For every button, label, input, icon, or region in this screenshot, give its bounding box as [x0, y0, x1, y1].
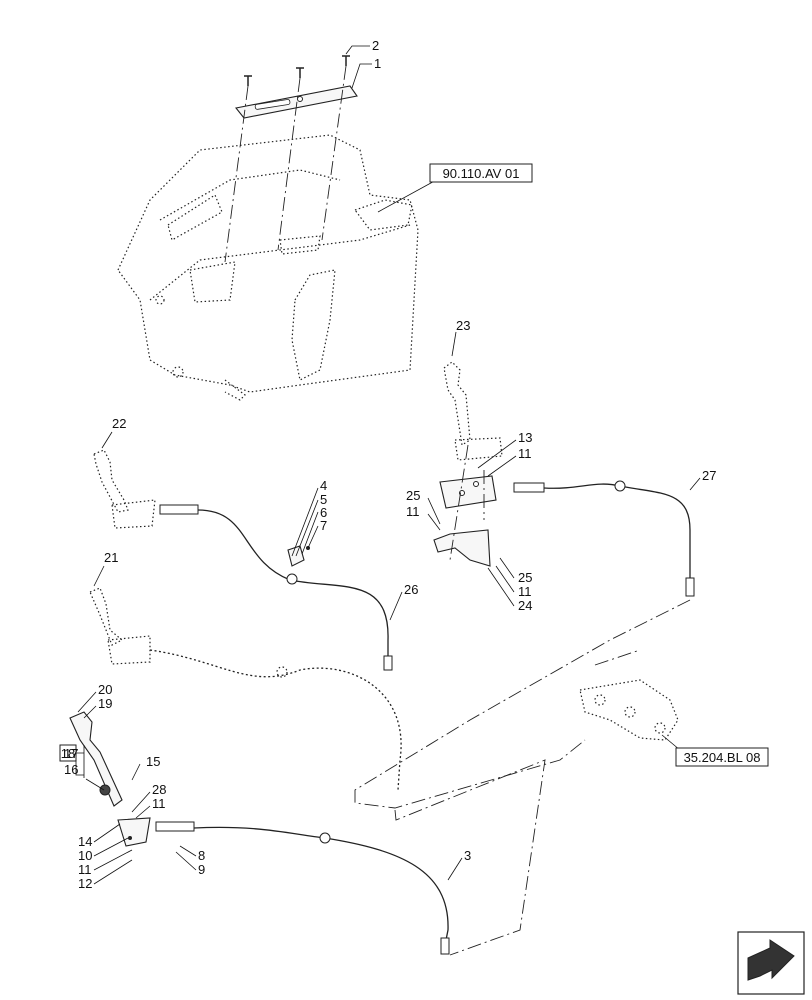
ref-cab-leader — [377, 177, 441, 213]
svg-text:90.110.AV 01: 90.110.AV 01 — [443, 166, 520, 181]
callout-27: 27 — [702, 468, 716, 483]
ref-box-valve[interactable]: 35.204.BL 08 — [675, 747, 769, 767]
callout-7: 7 — [320, 518, 327, 533]
callout-16: 16 — [64, 762, 78, 777]
callout-leaders — [77, 45, 701, 885]
direction-arrow-icon[interactable] — [737, 931, 805, 995]
callout-23: 23 — [456, 318, 470, 333]
screw-centerlines — [224, 65, 347, 263]
callout-11: 11 — [518, 446, 532, 461]
cable-3 — [155, 821, 450, 955]
callout-19: 19 — [98, 696, 112, 711]
callout-2: 2 — [372, 38, 379, 53]
lever-22-assembly — [93, 449, 156, 529]
callout-13: 13 — [518, 430, 532, 445]
callout-10: 10 — [78, 848, 92, 863]
cable-27 — [513, 480, 695, 597]
screws — [244, 55, 350, 86]
callout-14: 14 — [78, 834, 92, 849]
callout-24: 24 — [518, 598, 532, 613]
callout-25: 25 — [406, 488, 420, 503]
callout-21: 21 — [104, 550, 118, 565]
callout-9: 9 — [198, 862, 205, 877]
lever-23-assembly — [433, 361, 503, 567]
callout-15: 15 — [146, 754, 160, 769]
lever-20-assembly — [69, 711, 151, 847]
callout-4: 4 — [320, 478, 327, 493]
callout-8: 8 — [198, 848, 205, 863]
callout-numbers: 2 1 22 21 23 4 5 6 7 26 27 13 11 25 11 2… — [64, 38, 716, 891]
ref-box-cab[interactable]: 90.110.AV 01 — [429, 163, 533, 183]
valve-block — [579, 679, 679, 741]
callout-17: 17 — [64, 746, 78, 761]
callout-5: 5 — [320, 492, 327, 507]
callout-3: 3 — [464, 848, 471, 863]
callout-11: 11 — [78, 862, 92, 877]
callout-11: 11 — [152, 796, 166, 811]
callout-22: 22 — [112, 416, 126, 431]
callout-26: 26 — [404, 582, 418, 597]
cab-console — [117, 134, 419, 401]
cable-26 — [159, 504, 393, 671]
routing-chain-lines — [354, 599, 691, 956]
callout-11: 11 — [518, 584, 532, 599]
kit-box-18: 18 — [59, 744, 85, 778]
callout-6: 6 — [320, 505, 327, 520]
callout-25: 25 — [518, 570, 532, 585]
svg-text:18: 18 — [61, 746, 75, 761]
callout-20: 20 — [98, 682, 112, 697]
callout-12: 12 — [78, 876, 92, 891]
callout-28: 28 — [152, 782, 166, 797]
lever-21-assembly — [89, 587, 402, 791]
svg-text:35.204.BL 08: 35.204.BL 08 — [684, 750, 761, 765]
callout-1: 1 — [374, 56, 381, 71]
callout-11: 11 — [406, 504, 420, 519]
